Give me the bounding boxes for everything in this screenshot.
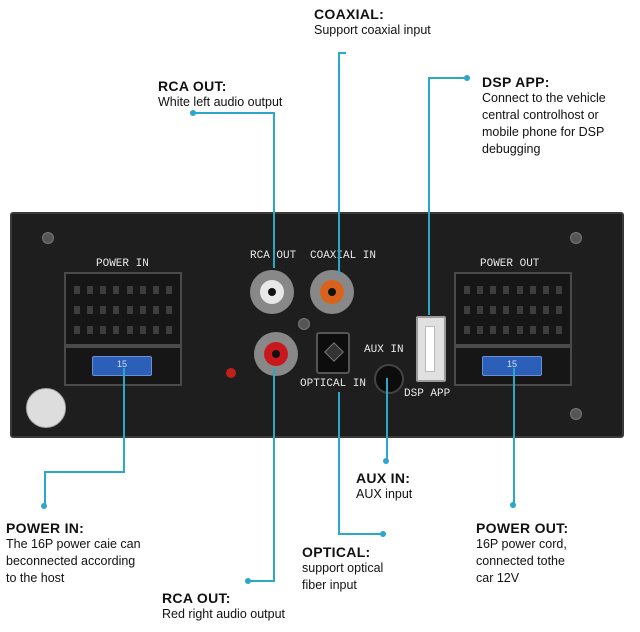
callout-title: RCA OUT: (162, 590, 231, 606)
led-indicator (226, 368, 236, 378)
callout-desc-line: to the host (6, 571, 65, 585)
aux-in-jack[interactable] (374, 364, 404, 394)
screw-icon (42, 232, 54, 244)
callout-title: OPTICAL: (302, 544, 371, 560)
callout-power-in: POWER IN: The 16P power caie can beconne… (6, 520, 141, 587)
fuse-icon: 15 (92, 356, 152, 376)
aux-in-leader-line (386, 378, 388, 460)
callout-optical: OPTICAL: support optical fiber input (302, 544, 383, 594)
callout-desc-line: Connect to the vehicle (482, 91, 606, 105)
dsp-app-pointer-dot (464, 75, 470, 81)
callout-desc-line: debugging (482, 142, 541, 156)
power-out-silk-label: POWER OUT (480, 258, 540, 270)
callout-desc: Red right audio output (162, 607, 286, 621)
callout-desc-line: beconnected according (6, 554, 136, 568)
rca-out-white-leader-line (193, 112, 275, 114)
optical-pointer-dot (380, 531, 386, 537)
dsp-app-silk-label: DSP APP (404, 388, 451, 400)
screw-icon (570, 232, 582, 244)
callout-rca-out-white: RCA OUT: White left audio output (158, 78, 282, 111)
coaxial-leader-line (338, 52, 340, 274)
callout-desc: White left audio output (158, 95, 283, 109)
power-out-pointer-dot (510, 502, 516, 508)
callout-title: POWER OUT: (476, 520, 569, 536)
rca-out-red-jack[interactable] (254, 332, 298, 376)
callout-title: AUX IN: (356, 470, 411, 486)
power-in-leader-line (123, 368, 125, 473)
power-in-leader-line (44, 471, 46, 505)
callout-coaxial: COAXIAL: Support coaxial input (314, 6, 431, 39)
dsp-app-leader-line (428, 77, 466, 79)
callout-desc: Support coaxial input (314, 23, 431, 37)
optical-leader-line (338, 392, 340, 535)
optical-leader-line (338, 533, 384, 535)
coaxial-in-silk-label: COAXIAL IN (310, 250, 377, 262)
aux-in-pointer-dot (383, 458, 389, 464)
power-out-connector[interactable] (454, 272, 572, 346)
callout-desc-line: connected tothe (476, 554, 565, 568)
screw-icon (570, 408, 582, 420)
power-in-silk-label: POWER IN (96, 258, 149, 270)
callout-desc-line: support optical (302, 561, 384, 575)
aux-in-silk-label: AUX IN (364, 344, 404, 356)
power-out-leader-line (513, 368, 515, 504)
rca-out-red-leader-line (248, 580, 275, 582)
callout-title: DSP APP: (482, 74, 550, 90)
amplifier-front-panel: POWER IN 15 RCA OUT COAXIAL IN OPTICAL I… (10, 212, 624, 438)
power-in-leader-line (44, 471, 125, 473)
rca-out-red-leader-line (273, 368, 275, 582)
callout-desc-line: The 16P power caie can (6, 537, 141, 551)
callout-desc-line: fiber input (302, 578, 357, 592)
callout-power-out: POWER OUT: 16P power cord, connected tot… (476, 520, 568, 587)
callout-desc-line: central controlhost or (482, 108, 599, 122)
callout-title: COAXIAL: (314, 6, 385, 22)
dsp-app-usb-port[interactable] (416, 316, 446, 382)
callout-desc: AUX input (356, 487, 413, 501)
callout-dsp-app: DSP APP: Connect to the vehicle central … (482, 74, 606, 158)
callout-desc-line: 16P power cord, (476, 537, 567, 551)
power-in-connector[interactable] (64, 272, 182, 346)
optical-in-silk-label: OPTICAL IN (300, 378, 367, 390)
coaxial-in-jack[interactable] (310, 270, 354, 314)
callout-rca-out-red: RCA OUT: Red right audio output (162, 590, 285, 623)
dsp-app-leader-line (428, 77, 430, 315)
optical-in-port[interactable] (316, 332, 350, 374)
coaxial-leader-line (338, 52, 346, 54)
sticker-icon (26, 388, 66, 428)
screw-icon (298, 318, 310, 330)
rca-out-red-pointer-dot (245, 578, 251, 584)
callout-desc-line: car 12V (476, 571, 520, 585)
callout-aux-in: AUX IN: AUX input (356, 470, 412, 503)
rca-out-white-leader-line (273, 112, 275, 268)
fuse-icon: 15 (482, 356, 542, 376)
callout-desc-line: mobile phone for DSP (482, 125, 605, 139)
callout-title: POWER IN: (6, 520, 85, 536)
callout-title: RCA OUT: (158, 78, 227, 94)
power-in-pointer-dot (41, 503, 47, 509)
rca-out-white-jack[interactable] (250, 270, 294, 314)
